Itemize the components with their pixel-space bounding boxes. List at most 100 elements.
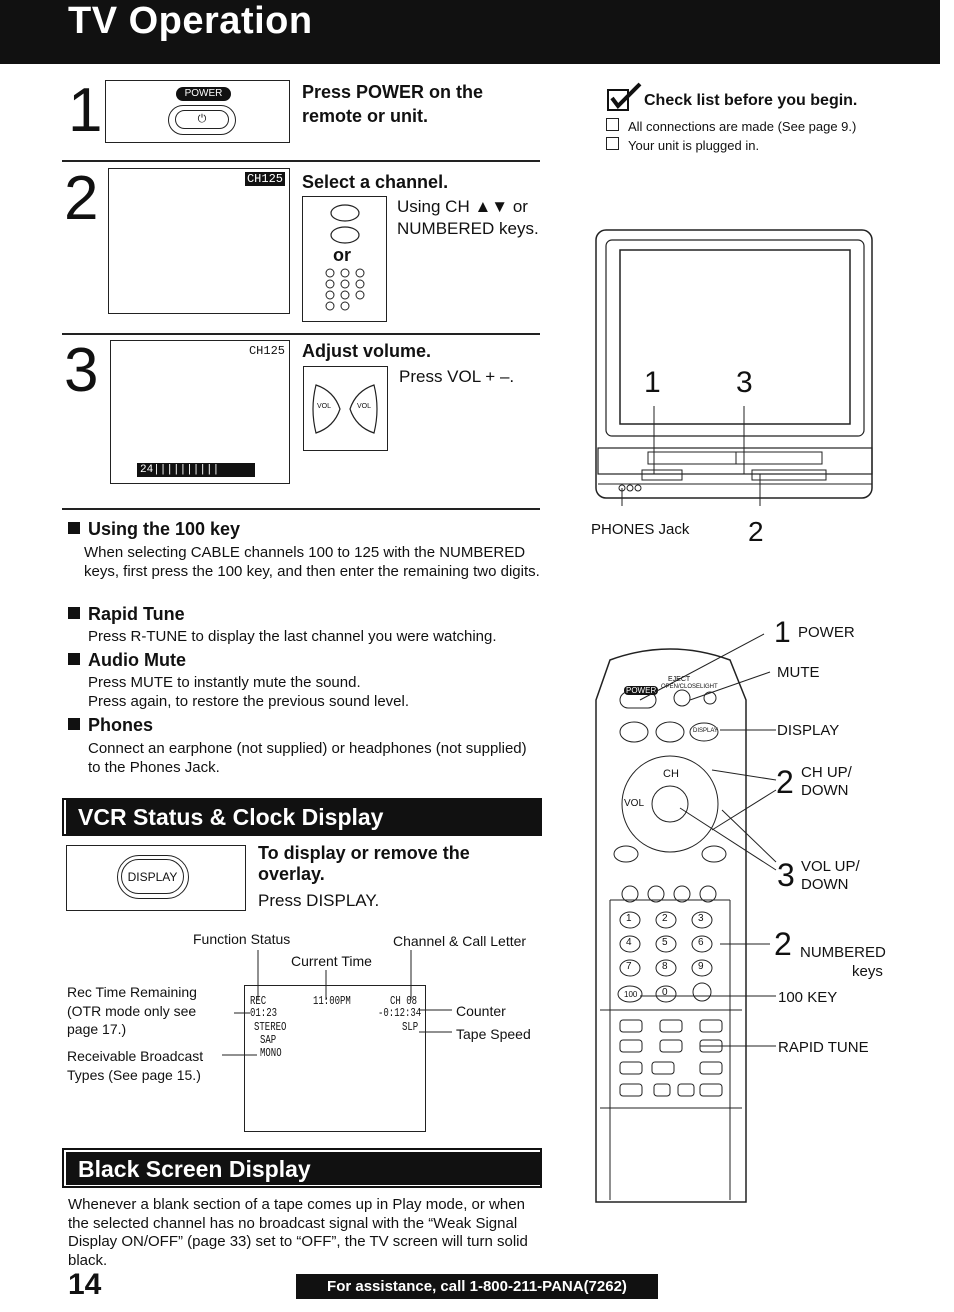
page-number: 14 xyxy=(68,1268,102,1301)
channel-keys-icon xyxy=(325,204,365,311)
bullet-square-icon xyxy=(68,522,80,534)
step-3-tv-screen: CH125 24|||||||||| xyxy=(110,340,290,484)
remote-label-100-key: 100 KEY xyxy=(778,989,838,1006)
assistance-bar: For assistance, call 1-800-211-PANA(7262… xyxy=(296,1274,658,1299)
step-3-volume-figure: VOL VOL xyxy=(303,366,388,451)
osd-channel: CH125 xyxy=(244,172,285,186)
remote-label-ch-down: DOWN xyxy=(801,782,849,799)
remote-light-label: LIGHT xyxy=(700,684,718,690)
section-audio-mute-title: Audio Mute xyxy=(68,650,186,671)
bullet-square-icon xyxy=(68,718,80,730)
step-1-title: Press POWER on the remote or unit. xyxy=(302,82,484,126)
osd-screen xyxy=(244,985,426,1132)
label-counter: Counter xyxy=(456,1003,506,1019)
overlay-text: Press DISPLAY. xyxy=(258,891,380,910)
remote-label-1: 1 xyxy=(774,616,791,649)
osd-rec: REC xyxy=(250,994,267,1008)
power-button[interactable]: ⏻ xyxy=(168,105,236,135)
or-label: or xyxy=(333,245,351,265)
checklist-item: Your unit is plugged in. xyxy=(628,138,760,153)
remote-digit: 4 xyxy=(626,937,632,948)
label-current-time: Current Time xyxy=(291,953,372,969)
divider xyxy=(62,333,540,335)
divider xyxy=(62,508,540,510)
checkmark-icon xyxy=(607,82,642,111)
tv-label-2: 2 xyxy=(748,516,764,547)
step-3-number: 3 xyxy=(64,336,99,405)
label-receivable-1: Receivable Broadcast xyxy=(67,1048,204,1064)
osd-ch: CH 08 xyxy=(390,994,418,1008)
section-100-key-body: When selecting CABLE channels 100 to 125… xyxy=(84,544,540,580)
remote-label-rapid-tune: RAPID TUNE xyxy=(778,1039,869,1056)
step-1-figure: POWER ⏻ xyxy=(105,80,290,143)
volume-bar: 24|||||||||| xyxy=(137,463,255,477)
step-2-tv-screen: CH125 xyxy=(108,168,290,314)
label-otr-1: (OTR mode only see xyxy=(67,1003,197,1019)
remote-label-keys: keys xyxy=(852,963,883,980)
step-2-text: Using CH ▲▼ or NUMBERED keys. xyxy=(397,197,539,238)
tv-label-1: 1 xyxy=(644,366,661,399)
label-receivable-2: Types (See page 15.) xyxy=(67,1067,201,1083)
osd-channel: CH125 xyxy=(248,344,285,358)
remote-digit: 0 xyxy=(662,987,668,998)
overlay-heading: To display or remove the overlay. xyxy=(258,843,470,884)
section-audio-mute-body: Press MUTE to instantly mute the sound. xyxy=(88,674,361,691)
remote-label-display: DISPLAY xyxy=(777,722,840,739)
section-rapid-tune-body: Press R-TUNE to display the last channel… xyxy=(88,628,497,645)
remote-open-close-label: OPEN/CLOSE xyxy=(661,684,701,690)
remote-vol-label: VOL xyxy=(624,798,645,809)
remote-label-3: 3 xyxy=(777,857,795,893)
label-tape-speed: Tape Speed xyxy=(456,1026,531,1042)
section-phones-body: Connect an earphone (not supplied) or he… xyxy=(88,740,527,776)
remote-digit: 6 xyxy=(698,937,704,948)
osd-sap: SAP xyxy=(260,1033,277,1047)
display-button-label: DISPLAY xyxy=(121,859,184,894)
section-phones-title: Phones xyxy=(68,715,153,736)
remote-label-power: POWER xyxy=(798,624,855,641)
display-button[interactable]: DISPLAY xyxy=(117,855,189,899)
osd-time: 11:00PM xyxy=(313,994,351,1008)
remote-digit: 7 xyxy=(626,961,632,972)
remote-label-vol-down: DOWN xyxy=(801,876,849,893)
volume-keys-icon xyxy=(312,384,378,434)
remote-power-label: POWER xyxy=(624,686,659,695)
remote-display-label: DISPLAY xyxy=(693,728,718,734)
remote-label-mute: MUTE xyxy=(777,664,820,681)
step-2-title: Select a channel. xyxy=(302,172,449,192)
checkbox xyxy=(606,137,619,150)
page-title: TV Operation xyxy=(68,0,313,42)
phones-jack-label: PHONES Jack xyxy=(591,521,690,538)
osd-counter: -0:12:34 xyxy=(378,1006,422,1020)
vcr-status-title: VCR Status & Clock Display xyxy=(66,800,540,834)
step-1-number: 1 xyxy=(68,76,103,145)
osd-stereo: STEREO xyxy=(254,1020,287,1034)
osd-slp: SLP xyxy=(402,1020,419,1034)
remote-digit: 2 xyxy=(662,913,668,924)
remote-label-2b: 2 xyxy=(774,926,792,962)
label-channel-call: Channel & Call Letter xyxy=(393,933,527,949)
remote-digit: 8 xyxy=(662,961,668,972)
tv-vcr-illustration xyxy=(595,229,873,506)
remote-ch-label: CH xyxy=(663,768,679,780)
bullet-square-icon xyxy=(68,607,80,619)
black-screen-title: Black Screen Display xyxy=(66,1152,540,1185)
tv-label-3: 3 xyxy=(736,366,753,399)
remote-control-illustration xyxy=(595,648,747,1203)
label-otr-2: page 17.) xyxy=(67,1021,127,1037)
remote-100-label: 100 xyxy=(624,990,638,999)
section-100-key-title: Using the 100 key xyxy=(68,519,240,540)
bullet-square-icon xyxy=(68,653,80,665)
label-function-status: Function Status xyxy=(193,931,291,947)
step-3-title: Adjust volume. xyxy=(302,341,432,361)
remote-digit: 5 xyxy=(662,937,668,948)
checklist-item: All connections are made (See page 9.) xyxy=(628,119,857,134)
vol-minus-key: VOL xyxy=(317,403,332,410)
header-banner xyxy=(0,0,940,64)
step-2-keypad-figure: or xyxy=(302,196,387,322)
remote-digit: 3 xyxy=(698,913,704,924)
remote-label-2a: 2 xyxy=(776,764,794,800)
step-2-number: 2 xyxy=(64,164,99,233)
divider xyxy=(62,160,540,162)
osd-remaining: 01:23 xyxy=(250,1006,278,1020)
